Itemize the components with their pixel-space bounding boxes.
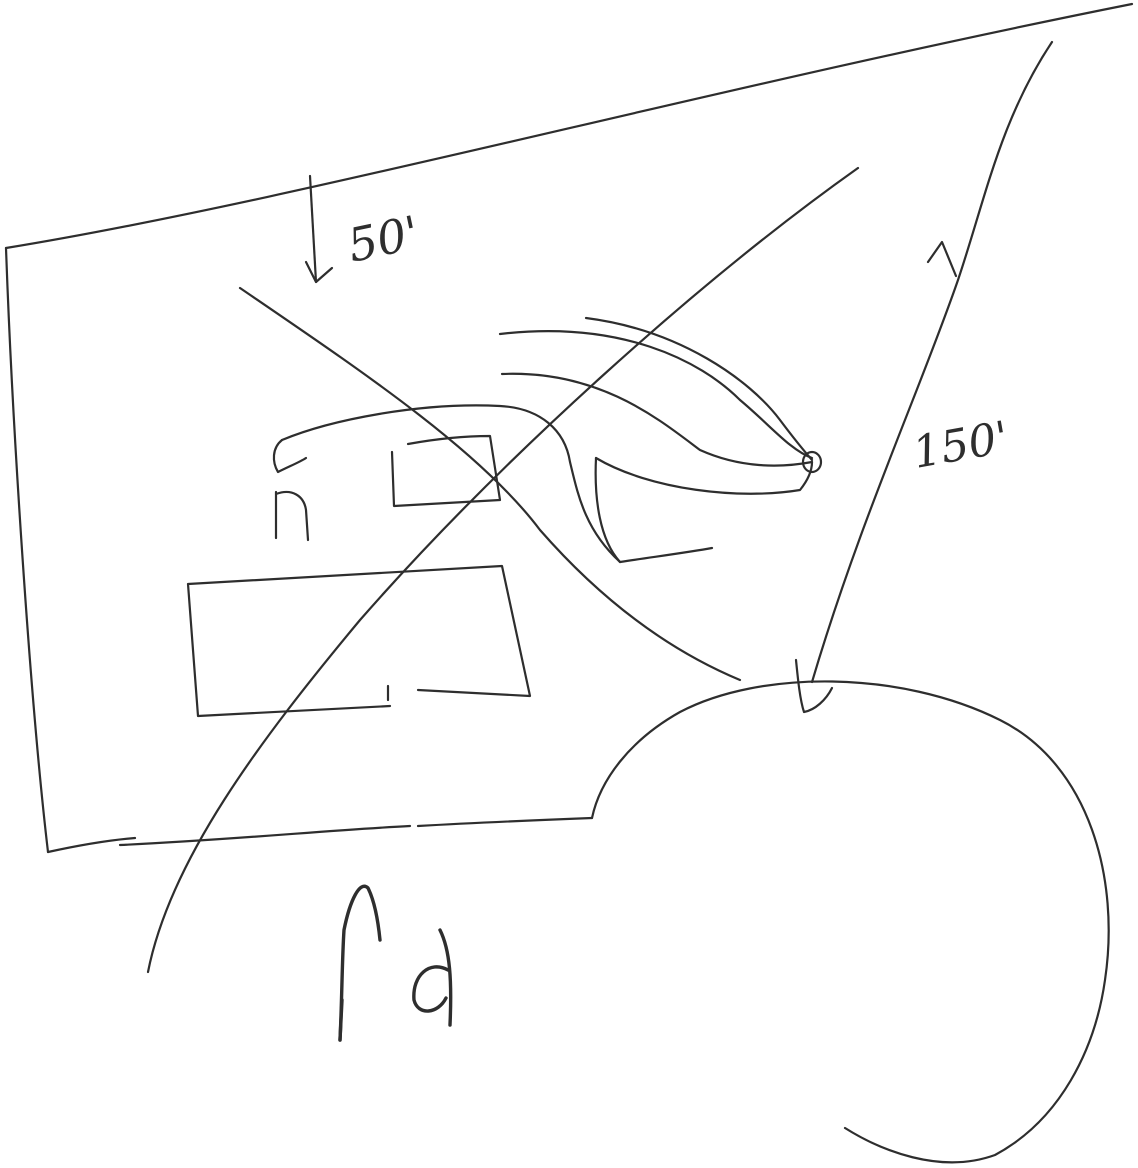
arrowhead-right-icon (928, 242, 956, 276)
distance-arrow-top (310, 176, 316, 282)
contour-line-5 (596, 458, 620, 562)
garage-box (392, 436, 500, 506)
lot-top-boundary (6, 4, 1132, 248)
label-top-distance: 50' (343, 205, 424, 273)
contour-line-4 (596, 458, 812, 494)
lower-building (188, 566, 530, 716)
contour-line-1 (500, 331, 812, 458)
road-label-rd (340, 886, 451, 1040)
contour-line-3 (502, 374, 812, 466)
lot-bottom-boundary (48, 818, 592, 852)
label-right-distance: 150' (909, 412, 1012, 479)
house-left-detail (276, 492, 308, 540)
distance-end-marker (796, 660, 832, 712)
house-left-wing (274, 440, 306, 472)
arrowhead-top-icon (306, 262, 332, 282)
lot-left-boundary (6, 248, 48, 852)
road-outline (592, 681, 1109, 1162)
distance-line-right (812, 42, 1052, 682)
